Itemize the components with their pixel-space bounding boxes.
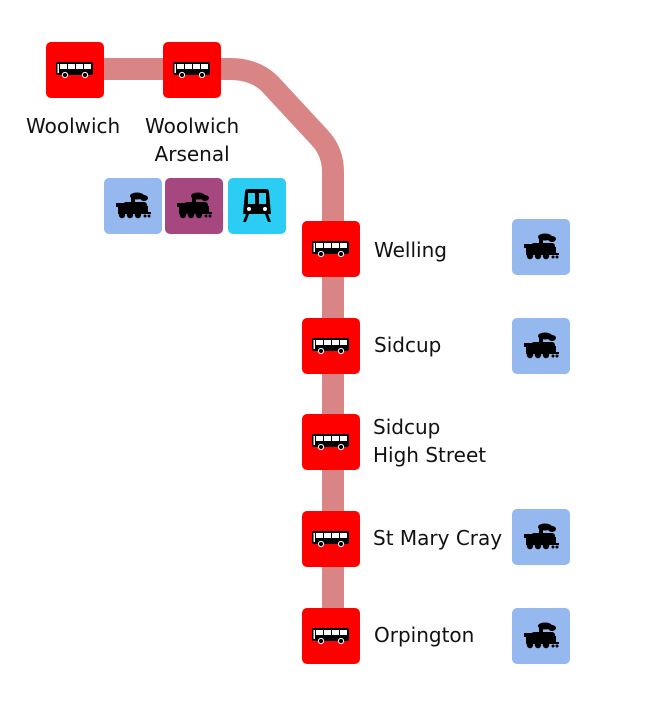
stop-label-line: Sidcup xyxy=(374,333,442,357)
stop-label-line: Woolwich xyxy=(145,114,240,138)
connection-national-rail[interactable] xyxy=(512,608,570,664)
steam-train-icon xyxy=(174,191,214,221)
stop-label-line: Sidcup xyxy=(373,415,441,439)
stop-sidcup-high-street[interactable] xyxy=(302,414,360,470)
stop-orpington[interactable] xyxy=(302,608,360,664)
bus-icon xyxy=(311,626,351,646)
connection-national-rail[interactable] xyxy=(512,509,570,565)
metro-train-icon xyxy=(237,186,277,226)
steam-train-icon xyxy=(521,331,561,361)
stop-sidcup[interactable] xyxy=(302,318,360,374)
bus-icon xyxy=(172,60,212,80)
connection-dlr[interactable] xyxy=(228,178,286,234)
bus-icon xyxy=(311,432,351,452)
stop-woolwich-arsenal[interactable] xyxy=(163,42,221,98)
stop-label-line: St Mary Cray xyxy=(373,526,503,550)
stop-label-orpington: Orpington xyxy=(374,621,474,649)
bus-icon xyxy=(311,336,351,356)
steam-train-icon xyxy=(521,621,561,651)
route-path xyxy=(75,58,344,635)
bus-icon xyxy=(311,529,351,549)
stop-label-line: High Street xyxy=(373,443,487,467)
stop-label-welling: Welling xyxy=(374,236,447,264)
stop-label-line: Orpington xyxy=(374,623,475,647)
connection-national-rail[interactable] xyxy=(512,318,570,374)
stop-label-sidcup: Sidcup xyxy=(374,331,441,359)
stop-woolwich[interactable] xyxy=(46,42,104,98)
stop-label-line: Arsenal xyxy=(154,142,230,166)
bus-icon xyxy=(311,239,351,259)
stop-label-woolwich: Woolwich xyxy=(26,112,120,140)
steam-train-icon xyxy=(521,232,561,262)
stop-welling[interactable] xyxy=(302,221,360,277)
stop-label-st-mary-cray: St Mary Cray xyxy=(373,524,502,552)
stop-st-mary-cray[interactable] xyxy=(302,511,360,567)
connection-elizabeth-line[interactable] xyxy=(165,178,223,234)
connection-national-rail[interactable] xyxy=(512,219,570,275)
stop-label-line: Welling xyxy=(374,238,447,262)
stop-label-line: Woolwich xyxy=(26,114,121,138)
steam-train-icon xyxy=(113,191,153,221)
bus-icon xyxy=(55,60,95,80)
steam-train-icon xyxy=(521,522,561,552)
connection-national-rail[interactable] xyxy=(104,178,162,234)
